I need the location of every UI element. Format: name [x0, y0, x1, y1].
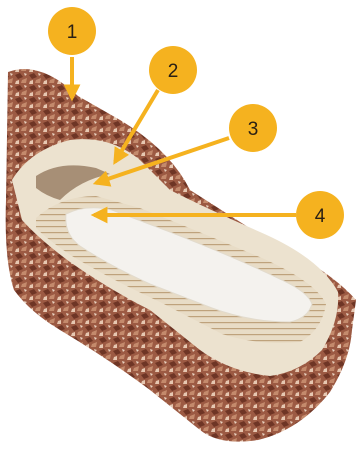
- callout-group: 1 2 3 4: [48, 7, 344, 239]
- callout-4: 4: [90, 191, 344, 239]
- callout-3: 3: [92, 104, 277, 187]
- callout-badge-2: [149, 46, 197, 94]
- callout-arrow-3: [92, 136, 230, 187]
- callout-1: 1: [48, 7, 96, 102]
- callout-2: 2: [113, 46, 197, 165]
- callout-number-3: 3: [248, 119, 259, 140]
- callout-number-1: 1: [67, 22, 78, 43]
- callout-badge-3: [229, 104, 277, 152]
- callout-number-4: 4: [315, 206, 326, 227]
- callout-arrow-2: [113, 88, 160, 165]
- inner-shadow-band: [36, 165, 110, 200]
- product-bar: [5, 69, 357, 442]
- cream-core: [65, 207, 313, 323]
- callout-number-2: 2: [168, 61, 179, 82]
- callout-badge-4: [296, 191, 344, 239]
- callout-badge-1: [48, 7, 96, 55]
